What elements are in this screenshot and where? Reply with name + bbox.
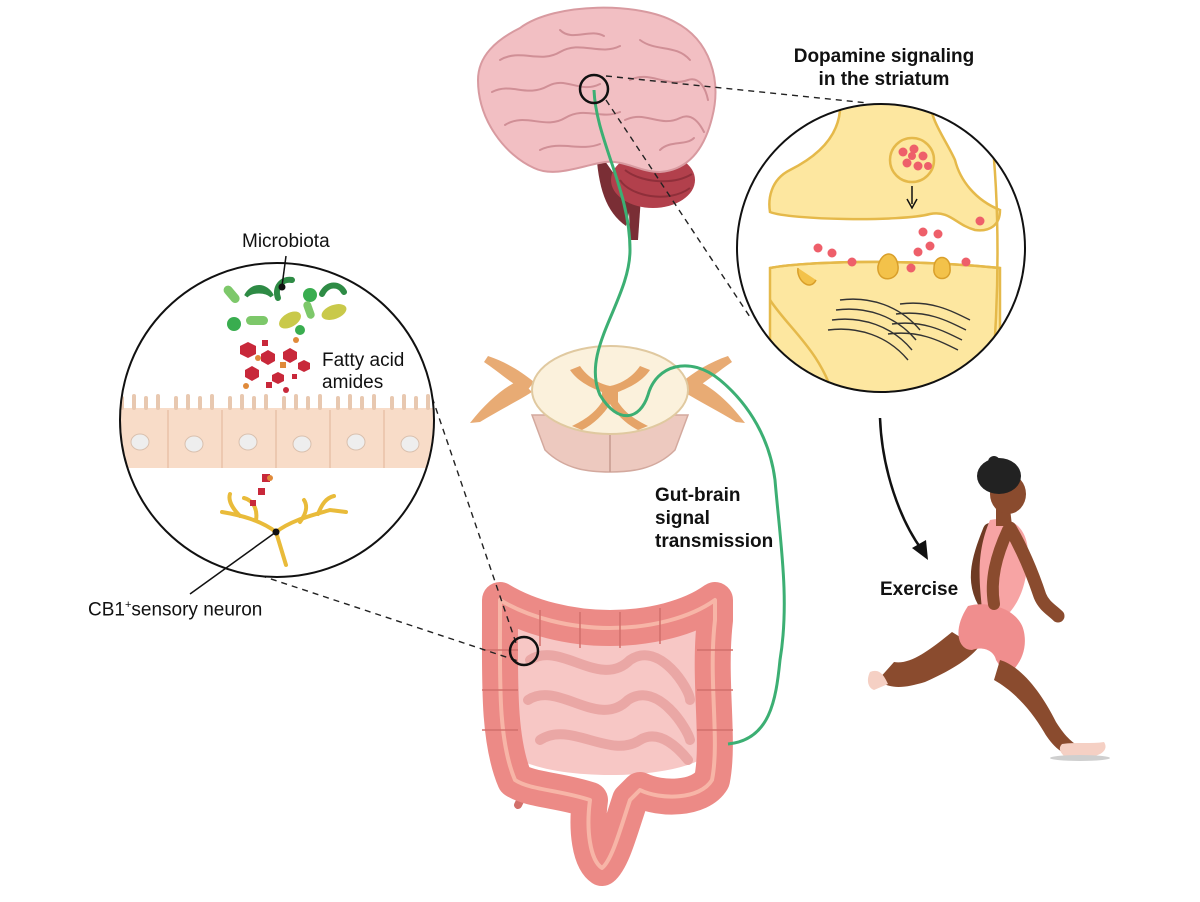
presynaptic-terminal	[768, 104, 1002, 232]
spinal-grey-matter	[570, 366, 650, 430]
spinal-cord-illustration	[470, 345, 745, 473]
brain-zoom-marker	[578, 73, 610, 105]
cerebrum	[476, 6, 717, 174]
gut-brain-nerve-path	[592, 89, 786, 746]
runner-illustration	[867, 456, 1110, 761]
epithelium	[120, 408, 434, 468]
fatty-acid-label-line-1: Fatty acid	[322, 350, 405, 371]
gut-brain-label-line-2: signal	[655, 508, 710, 529]
sensory-neuron-label-prefix: CB1	[88, 599, 125, 621]
postsynaptic-signal-arcs	[827, 298, 971, 361]
sensory-neuron-label: CB1+sensory neuron	[88, 594, 262, 621]
gut-brain-label: Gut-brain signal transmission	[655, 484, 773, 553]
nerve-root-left	[470, 380, 532, 423]
intestine-illustration	[481, 582, 733, 886]
sensory-neuron-label-sup: +	[124, 599, 132, 611]
exercise-label: Exercise	[880, 579, 959, 600]
gut-zoom-border	[119, 262, 435, 578]
gut-brain-label-line-3: transmission	[655, 531, 774, 552]
zoom-connectors	[249, 75, 869, 662]
fatty-acid-amides-cluster	[240, 337, 310, 393]
fatty-acid-label-line-2: amides	[322, 372, 384, 393]
nerve-root-right	[684, 380, 745, 423]
gut-brain-label-line-1: Gut-brain	[655, 485, 741, 506]
runner-shorts	[958, 604, 1025, 676]
dopamine-receptors	[797, 253, 951, 286]
released-dopamine	[813, 216, 985, 273]
gut-zoom-panel	[119, 255, 435, 595]
runner-hair	[977, 458, 1021, 494]
microbiota-label: Microbiota	[242, 231, 330, 252]
dopamine-label: Dopamine signaling in the striatum	[784, 45, 984, 91]
gut-zoom-marker	[508, 635, 540, 667]
sensory-neuron-label-suffix: sensory neuron	[131, 599, 263, 621]
fatty-acid-amides-label: Fatty acid amides	[322, 350, 404, 394]
dopamine-label-line-2: in the striatum	[818, 69, 950, 90]
synapse-zoom-border	[736, 103, 1026, 393]
vesicle-dopamine	[898, 144, 932, 171]
dopamine-label-line-1: Dopamine signaling	[793, 46, 975, 67]
brain-illustration	[476, 6, 717, 240]
exercise-arrow	[878, 417, 924, 551]
synapse-zoom-panel	[736, 103, 1026, 393]
